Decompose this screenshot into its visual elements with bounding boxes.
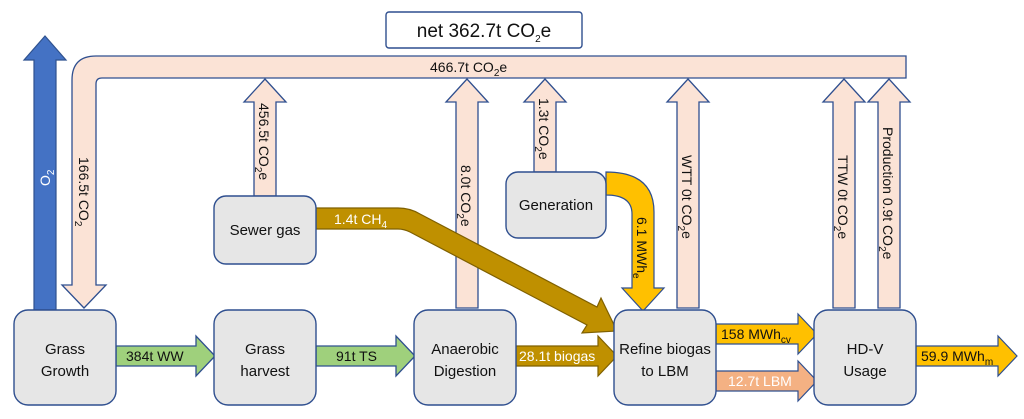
o2-label: O2	[37, 169, 57, 186]
mwh-cv-label: 158 MWhcv	[721, 326, 791, 346]
node-refine-biogas: Refine biogas to LBM	[613, 309, 717, 406]
node-label: Grass	[245, 341, 285, 358]
ts-label: 91t TS	[336, 348, 377, 364]
node-grass-growth: Grass Growth	[13, 309, 117, 406]
net-emissions-box: net 362.7t CO2e	[385, 11, 583, 49]
node-label: Usage	[843, 363, 886, 380]
node-label: Growth	[41, 363, 89, 380]
arrow-production	[866, 78, 912, 309]
arrow-1-3-co2	[522, 78, 568, 173]
node-label: Generation	[519, 197, 593, 214]
biogas-label: 28.1t biogas	[519, 348, 595, 364]
node-label: Grass	[45, 341, 85, 358]
co2-return-band	[60, 55, 907, 309]
node-label: Refine biogas	[619, 341, 711, 358]
node-label: to LBM	[641, 363, 689, 380]
co2-1-3-label: 1.3t CO2e	[532, 98, 552, 160]
arrow-mwh-cv	[715, 312, 818, 356]
arrow-lbm	[715, 359, 818, 403]
arrow-ttw	[821, 78, 867, 309]
arrow-wtt	[665, 78, 711, 309]
node-grass-harvest: Grass harvest	[213, 309, 317, 406]
arrow-ts	[315, 334, 416, 378]
top-flow-label: 466.7t CO2e	[430, 59, 507, 79]
lbm-label: 12.7t LBM	[728, 373, 792, 389]
o2-arrow	[22, 35, 68, 311]
ww-label: 384t WW	[126, 348, 184, 364]
node-label: harvest	[240, 363, 290, 380]
node-sewer-gas: Sewer gas	[213, 195, 317, 265]
node-label: Sewer gas	[230, 222, 301, 239]
node-label: Digestion	[434, 363, 497, 380]
mwh-m-label: 59.9 MWhm	[921, 348, 993, 368]
co2-166-label: 166.5t CO2	[72, 157, 92, 227]
node-anaerobic-digestion: Anaerobic Digestion	[413, 309, 517, 406]
node-hdv-usage: HD-V Usage	[813, 309, 917, 406]
arrow-mwh-m	[915, 334, 1018, 378]
ch4-label: 1.4t CH4	[334, 211, 387, 231]
mwh-e-label: 6.1 MWhe	[630, 217, 650, 279]
arrow-ch4	[315, 207, 618, 334]
co2-456-label: 456.5t CO2e	[252, 103, 272, 180]
production-label: Production 0.9t CO2e	[876, 127, 896, 260]
net-emissions-label: net 362.7t CO2e	[417, 21, 551, 45]
arrow-456-co2	[242, 78, 288, 197]
arrow-ww	[115, 334, 216, 378]
ttw-label: TTW 0t CO2e	[831, 155, 851, 239]
node-label: HD-V	[847, 341, 884, 358]
node-generation: Generation	[505, 171, 607, 239]
co2-8-label: 8.0t CO2e	[454, 165, 474, 227]
arrow-biogas	[515, 334, 618, 378]
wtt-label: WTT 0t CO2e	[675, 155, 695, 239]
node-label: Anaerobic	[431, 341, 499, 358]
